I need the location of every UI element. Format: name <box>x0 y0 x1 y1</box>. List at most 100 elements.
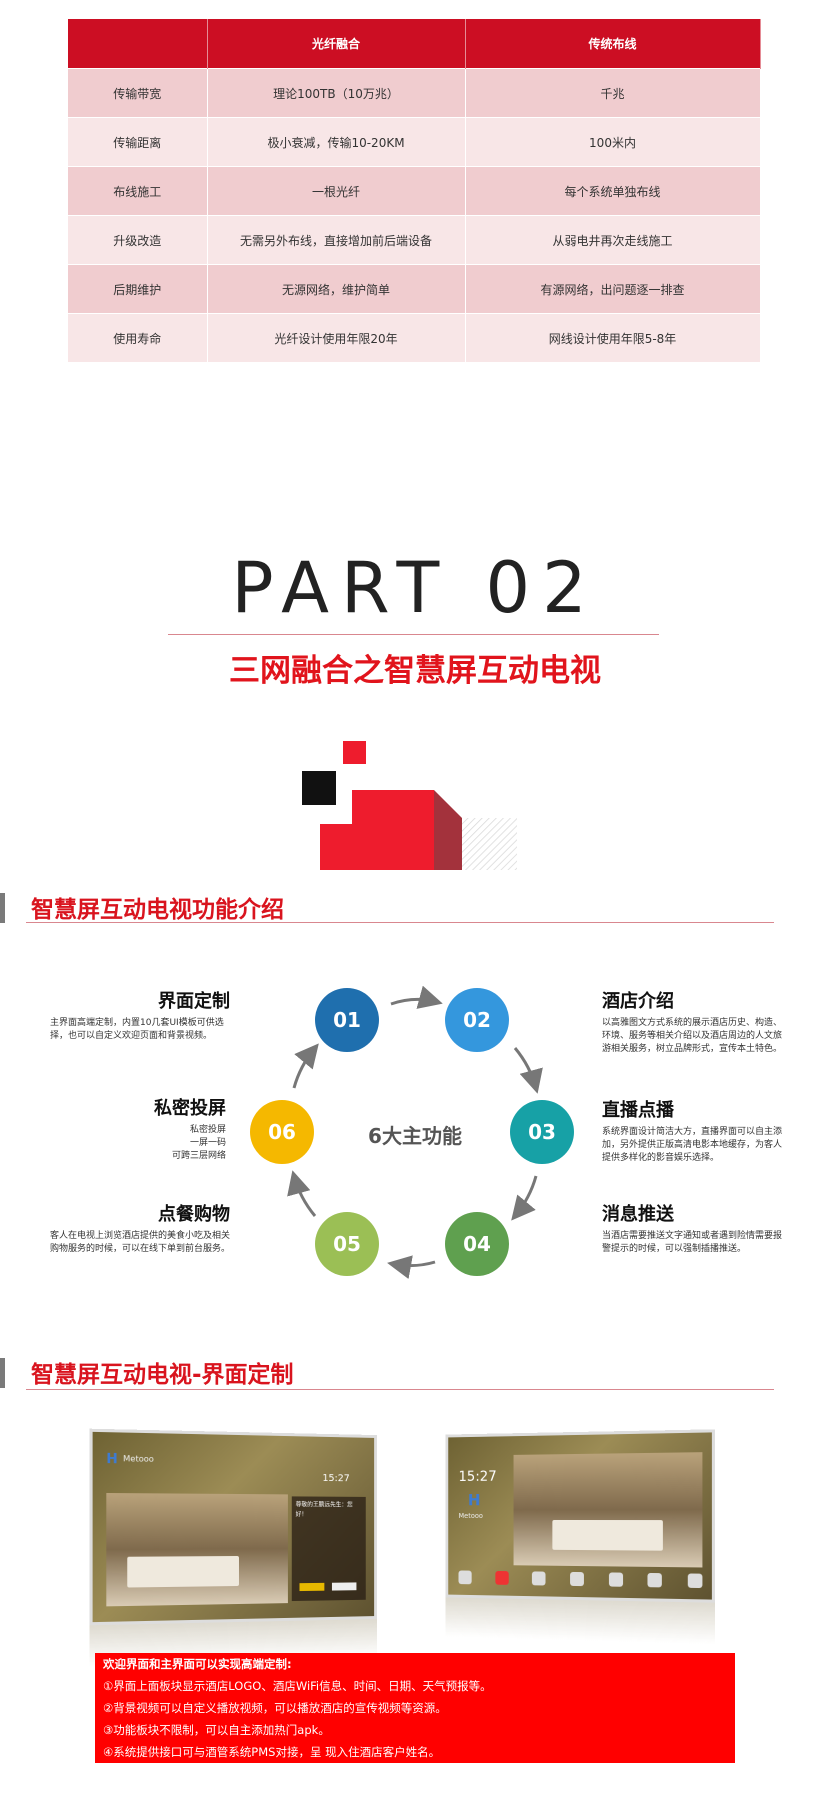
dark-red-shadow <box>434 790 462 870</box>
section-divider <box>26 922 774 923</box>
arrow-06-01 <box>292 1043 319 1089</box>
table-cell: 每个系统单独布线 <box>465 166 761 216</box>
table-cell: 使用寿命 <box>68 313 208 362</box>
welcome-panel: 尊敬的王鹏远先生：您好！ <box>291 1496 366 1602</box>
notice-title: 欢迎界面和主界面可以实现高端定制: <box>103 1657 292 1671</box>
table-row: 传输距离 极小衰减，传输10-20KM 100米内 <box>68 117 761 167</box>
room-bed <box>552 1519 663 1551</box>
function-title: 酒店介绍 <box>602 991 674 1012</box>
section-title: 智慧屏互动电视-界面定制 <box>31 1362 294 1388</box>
clock-text: 15:27 <box>322 1473 350 1485</box>
table-row: 后期维护 无源网络，维护简单 有源网络，出问题逐一排查 <box>68 264 761 314</box>
function-title: 界面定制 <box>158 991 230 1012</box>
tv-screenshot-welcome: H Metooo 15:27 尊敬的王鹏远先生：您好！ <box>89 1428 377 1667</box>
function-circle-05: 05 <box>315 1212 379 1276</box>
notice-line: ②背景视频可以自定义播放视频，可以播放酒店的宣传视频等资源。 <box>103 1701 447 1715</box>
room-bed <box>127 1555 239 1588</box>
hatched-shadow <box>462 818 517 870</box>
table-cell: 传输距离 <box>68 117 208 167</box>
menu-food-icon[interactable] <box>570 1571 584 1587</box>
hotel-brand: Metooo <box>458 1512 483 1520</box>
menu-vod-icon[interactable] <box>495 1570 509 1585</box>
menu-hotel-icon[interactable] <box>532 1571 546 1586</box>
function-desc: 以高雅图文方式系统的展示酒店历史、构造、环境、服务等相关介绍以及酒店周边的人文旅… <box>602 1018 783 1054</box>
function-desc: 客人在电视上浏览酒店提供的美食小吃及相关购物服务的时候，可以在线下单到前台服务。 <box>50 1231 231 1254</box>
hotel-logo-icon: H <box>467 1490 481 1510</box>
table-cell: 光纤设计使用年限20年 <box>207 313 466 362</box>
arrow-02-03 <box>513 1047 543 1094</box>
table-row: 传输带宽 理论100TB（10万兆） 千兆 <box>68 68 761 118</box>
table-cell: 一根光纤 <box>207 166 466 216</box>
function-circle-01: 01 <box>315 988 379 1052</box>
function-desc: 主界面高端定制，内置10几套UI模板可供选择，也可以自定义欢迎页面和背景视频。 <box>50 1018 224 1041</box>
table-header-cell: 传统布线 <box>465 19 761 69</box>
table-header-cell: 光纤融合 <box>207 19 466 69</box>
part-title: PART 02 <box>231 547 599 629</box>
notice-line: ④系统提供接口可与酒管系统PMS对接，呈 现入住酒店客户姓名。 <box>103 1745 441 1759</box>
table-cell: 从弱电井再次走线施工 <box>465 215 761 265</box>
function-circle-02: 02 <box>445 988 509 1052</box>
table-header-cell <box>68 19 208 69</box>
function-title: 直播点播 <box>602 1100 674 1121</box>
welcome-text: 尊敬的王鹏远先生：您好！ <box>295 1501 353 1519</box>
customization-notice: 欢迎界面和主界面可以实现高端定制: ①界面上面板块显示酒店LOGO、酒店WiFi… <box>95 1653 735 1763</box>
function-title: 消息推送 <box>602 1204 674 1225</box>
clock-text: 15:27 <box>458 1468 497 1485</box>
function-hotel-intro: 酒店介绍 以高雅图文方式系统的展示酒店历史、构造、环境、服务等相关介绍以及酒店周… <box>602 987 782 1056</box>
room-video <box>513 1452 703 1568</box>
function-title: 私密投屏 <box>154 1098 226 1119</box>
table-cell: 无源网络，维护简单 <box>207 264 466 314</box>
section-marker <box>0 1358 5 1388</box>
section-marker <box>0 893 5 923</box>
table-cell: 100米内 <box>465 117 761 167</box>
menu-shop-icon[interactable] <box>608 1572 623 1587</box>
function-circle-06: 06 <box>250 1100 314 1164</box>
tv-screenshot-main: 15:27 H Metooo <box>445 1429 716 1645</box>
room-video <box>106 1492 288 1607</box>
hotel-logo-icon: H <box>106 1451 118 1468</box>
table-cell: 千兆 <box>465 68 761 118</box>
function-private-cast: 私密投屏 私密投屏 一屏一码 可跨三层网络 <box>46 1094 226 1163</box>
function-circle-04: 04 <box>445 1212 509 1276</box>
table-row: 升级改造 无需另外布线，直接增加前后端设备 从弱电井再次走线施工 <box>68 215 761 265</box>
hotel-brand: Metooo <box>123 1454 154 1464</box>
table-cell: 后期维护 <box>68 264 208 314</box>
decorative-blocks-graphic <box>302 741 517 870</box>
section-divider <box>26 1389 774 1390</box>
function-desc-line: 私密投屏 <box>189 1125 226 1135</box>
menu-settings-icon[interactable] <box>687 1573 703 1589</box>
chinese-button[interactable] <box>299 1582 325 1592</box>
table-cell: 无需另外布线，直接增加前后端设备 <box>207 215 466 265</box>
table-cell: 升级改造 <box>68 215 208 265</box>
table-cell: 网线设计使用年限5-8年 <box>465 313 761 362</box>
function-message-push: 消息推送 当酒店需要推送文字通知或者遇到险情需要报警提示的时候，可以强制插播推送… <box>602 1200 782 1256</box>
part-subtitle: 三网融合之智慧屏互动电视 <box>229 653 601 689</box>
function-desc-line: 一屏一码 <box>189 1138 226 1148</box>
function-interface-custom: 界面定制 主界面高端定制，内置10几套UI模板可供选择，也可以自定义欢迎页面和背… <box>50 987 230 1043</box>
red-step-block <box>320 790 434 870</box>
function-menu-bar <box>458 1570 703 1596</box>
table-cell: 理论100TB（10万兆） <box>207 68 466 118</box>
function-circle-03: 03 <box>510 1100 574 1164</box>
menu-tv-icon[interactable] <box>458 1570 472 1585</box>
notice-line: ③功能板块不限制，可以自主添加热门apk。 <box>103 1723 330 1737</box>
menu-cast-icon[interactable] <box>647 1572 663 1588</box>
function-desc: 当酒店需要推送文字通知或者遇到险情需要报警提示的时候，可以强制插播推送。 <box>602 1231 783 1254</box>
arrow-05-06 <box>287 1170 317 1217</box>
table-cell: 布线施工 <box>68 166 208 216</box>
table-cell: 传输带宽 <box>68 68 208 118</box>
table-cell: 有源网络，出问题逐一排查 <box>465 264 761 314</box>
table-row: 布线施工 一根光纤 每个系统单独布线 <box>68 166 761 216</box>
table-row: 使用寿命 光纤设计使用年限20年 网线设计使用年限5-8年 <box>68 313 761 362</box>
section-title: 智慧屏互动电视功能介绍 <box>31 897 284 923</box>
arrow-03-04 <box>511 1175 538 1221</box>
comparison-table: 光纤融合 传统布线 传输带宽 理论100TB（10万兆） 千兆 传输距离 极小衰… <box>68 19 761 362</box>
function-title: 点餐购物 <box>158 1204 230 1225</box>
table-header-row: 光纤融合 传统布线 <box>68 19 761 69</box>
english-button[interactable] <box>331 1582 357 1591</box>
function-desc-line: 可跨三层网络 <box>171 1151 226 1161</box>
function-desc: 系统界面设计简洁大方，直播界面可以自主添加，另外提供正版高清电影本地缓存，为客人… <box>602 1127 783 1163</box>
function-live-vod: 直播点播 系统界面设计简洁大方，直播界面可以自主添加，另外提供正版高清电影本地缓… <box>602 1096 782 1165</box>
black-square <box>302 771 336 805</box>
notice-line: ①界面上面板块显示酒店LOGO、酒店WiFi信息、时间、日期、天气预报等。 <box>103 1679 492 1693</box>
